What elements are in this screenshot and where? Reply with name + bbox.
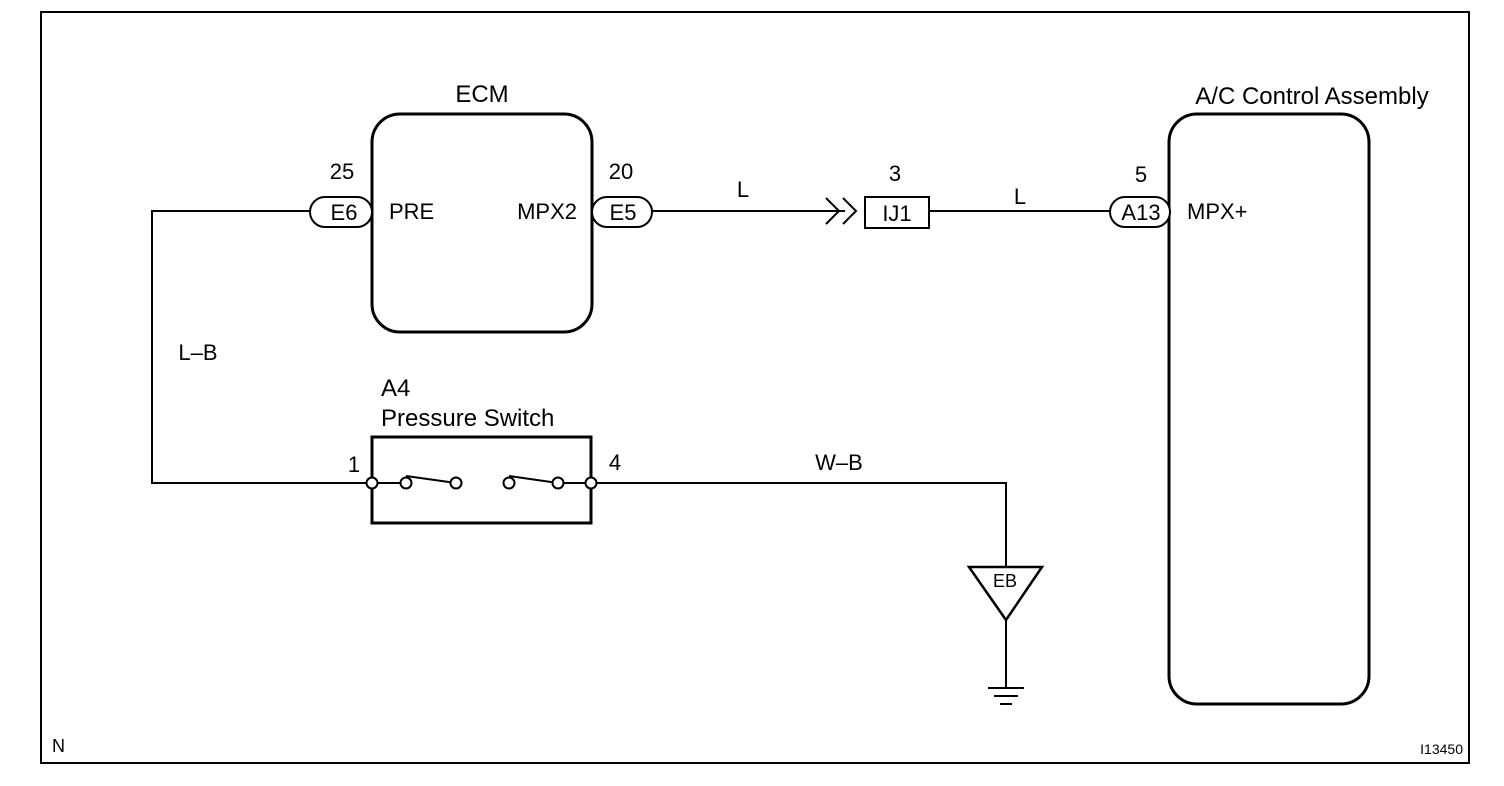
connector-a13-pin: 5 [1135, 162, 1147, 187]
junction-ij1 [864, 196, 930, 229]
ac-control-title: A/C Control Assembly [1195, 83, 1428, 110]
connector-e6-pin: 25 [330, 159, 354, 184]
switch-pin-out: 4 [609, 450, 621, 475]
junction-ij1-label: IJ1 [882, 201, 911, 226]
wire-w-b [597, 482, 1007, 567]
switch-contacts-icon [365, 475, 598, 490]
ecm-pin-pre: PRE [389, 199, 434, 224]
connector-e5-label: E5 [610, 200, 637, 225]
wire-label-l-1: L [737, 177, 749, 202]
switch-pin-in: 1 [348, 452, 360, 477]
ac-control-box [1167, 112, 1371, 706]
pressure-switch-code: A4 [381, 375, 410, 402]
ac-pin-mpx: MPX+ [1187, 199, 1248, 224]
figure-id: I13450 [1420, 741, 1463, 757]
connector-e6-label: E6 [331, 200, 358, 225]
connector-a13-label: A13 [1121, 200, 1160, 225]
connector-e5 [591, 196, 653, 228]
ground-icon [988, 687, 1024, 705]
junction-chevron-icon [825, 197, 858, 225]
connector-a13 [1109, 196, 1171, 228]
ecm-box [370, 112, 594, 334]
wire-label-l-b: L–B [178, 340, 217, 365]
ground-point-label: EB [993, 571, 1017, 591]
corner-letter: N [52, 736, 65, 756]
ecm-pin-mpx2: MPX2 [517, 199, 577, 224]
wire-label-w-b: W–B [815, 450, 863, 475]
junction-pin: 3 [889, 161, 901, 186]
connector-e5-pin: 20 [609, 159, 633, 184]
wire-label-l-2: L [1014, 184, 1026, 209]
connector-e6 [309, 196, 373, 228]
ecm-title: ECM [455, 81, 508, 108]
ground-point-eb [966, 565, 1045, 623]
pressure-switch-title: Pressure Switch [381, 405, 554, 432]
wire-l-b [151, 210, 366, 484]
diagram-frame [40, 11, 1470, 764]
